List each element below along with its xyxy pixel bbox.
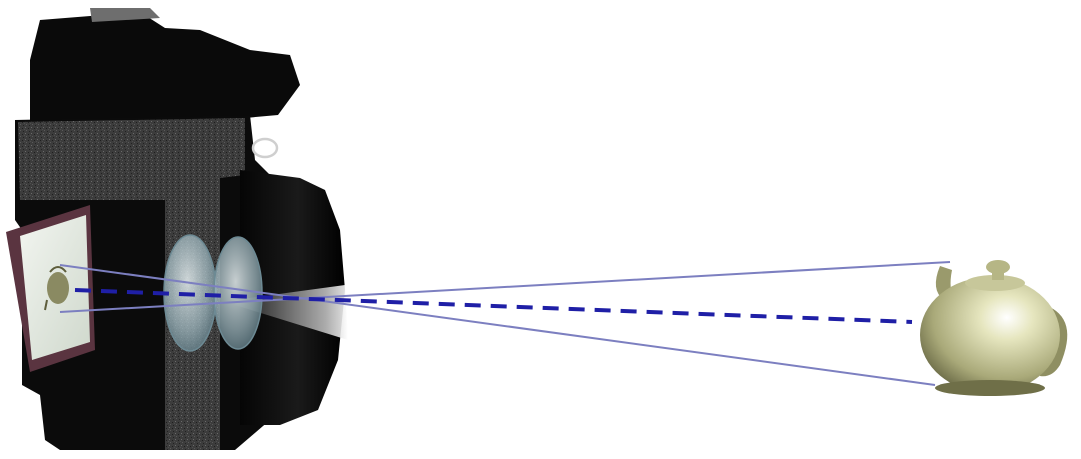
strap-lug-icon (253, 139, 277, 157)
viewfinder-housing (30, 12, 300, 135)
teapot-icon (920, 260, 1067, 396)
lens-element-2-icon (214, 237, 262, 349)
camera (6, 8, 348, 450)
